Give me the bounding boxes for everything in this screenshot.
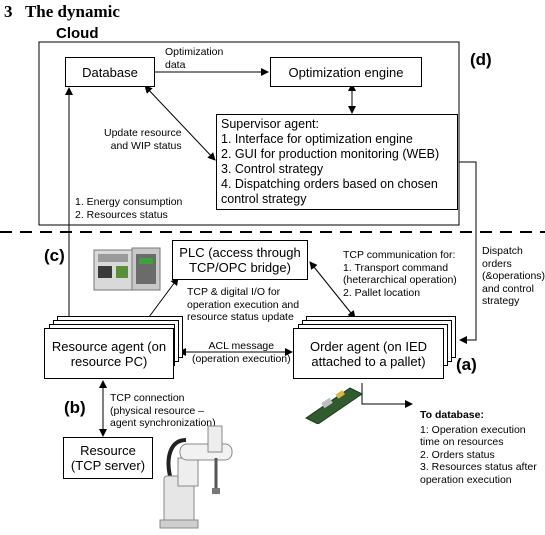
plc-box: PLC (access through TCP/OPC bridge) [172, 240, 308, 280]
dispatch-arrow [459, 161, 477, 344]
cloud-border [38, 41, 460, 226]
acl-message-label: ACL message (operation execution) [192, 340, 291, 365]
supervisor-item: 3. Control strategy [221, 162, 324, 176]
resource-box: Resource (TCP server) [63, 437, 153, 479]
to-database-arrow [361, 383, 413, 408]
order-agent-label: Order agent (on IED attached to a pallet… [309, 338, 428, 369]
scara-robot-icon [159, 425, 233, 529]
resource-agent-box: Resource agent (on resource PC) [44, 328, 174, 379]
tcp-connection-label: TCP connection (physical resource – agen… [110, 392, 216, 429]
database-box: Database [65, 57, 155, 87]
dispatch-label: Dispatch orders (&operations) and contro… [482, 245, 545, 307]
database-supervisor-arrow [144, 85, 216, 161]
tag-d: (d) [470, 50, 492, 69]
plc-order-arrow [309, 261, 356, 319]
to-database-title: To database: [420, 409, 484, 421]
plc-device-icon [93, 247, 161, 291]
cloud-title: Cloud [56, 25, 99, 42]
to-database-item: 2. Orders status [420, 448, 495, 461]
to-database-item: 1: Operation execution time on resources [420, 423, 526, 449]
tag-b: (b) [64, 398, 86, 417]
resource-label: Resource (TCP server) [70, 443, 146, 473]
database-label: Database [82, 64, 138, 80]
tag-a: (a) [456, 355, 477, 374]
supervisor-title: Supervisor agent: [221, 117, 319, 131]
optimization-engine-label: Optimization engine [288, 64, 404, 80]
tag-c: (c) [44, 246, 65, 265]
supervisor-item: 1. Interface for optimization engine [221, 132, 413, 146]
optimization-engine-box: Optimization engine [270, 57, 422, 87]
order-agent-box: Order agent (on IED attached to a pallet… [293, 328, 444, 379]
to-database-block: To database: 1: Operation execution time… [420, 409, 537, 486]
supervisor-agent-box: Supervisor agent: 1. Interface for optim… [216, 114, 458, 210]
plc-label: PLC (access through TCP/OPC bridge) [179, 245, 301, 275]
optimization-data-label: Optimization data [165, 46, 224, 71]
supervisor-item: 4. Dispatching orders based on chosen co… [221, 177, 438, 206]
section-heading: 3 The dynamic [4, 2, 120, 21]
ied-board-icon [305, 387, 363, 424]
supervisor-item: 2. GUI for production monitoring (WEB) [221, 147, 440, 161]
resource-agent-label: Resource agent (on resource PC) [51, 338, 167, 369]
energy-status-label: 1. Energy consumption 2. Resources statu… [75, 196, 183, 221]
update-status-label: Update resource and WIP status [104, 127, 182, 152]
tcp-io-label: TCP & digital I/O for operation executio… [187, 286, 300, 323]
to-database-item: 3. Resources status after operation exec… [420, 461, 537, 486]
tcp-communication-label: TCP communication for: 1. Transport comm… [343, 249, 457, 299]
